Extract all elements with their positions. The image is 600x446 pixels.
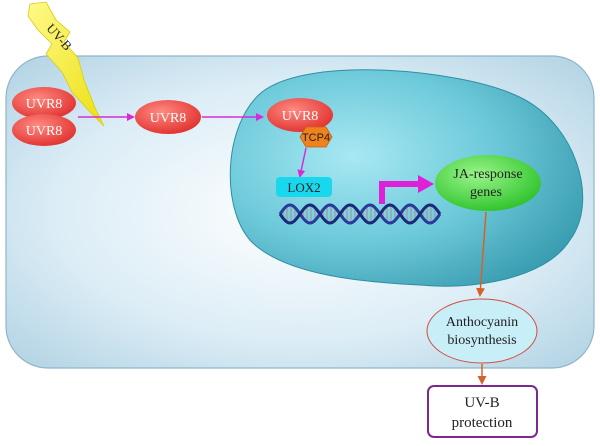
uvr8-nuclear [267, 98, 333, 132]
dna-strand-front [278, 203, 442, 225]
uvr8-dimer-bottom [12, 114, 76, 146]
ja-genes-line2: genes [470, 185, 502, 200]
uvr8-dimer-bottom-label: UVR8 [26, 124, 63, 139]
dna-helix [278, 203, 442, 225]
uvr8-dimer-top [12, 87, 76, 119]
uvr8-nuclear-label: UVR8 [282, 109, 319, 124]
lox2-label: LOX2 [287, 180, 320, 195]
ja-response-genes [435, 155, 541, 211]
promoter-arrowhead [418, 175, 434, 193]
arrow-tcp4-to-lox2 [297, 147, 307, 178]
arrow-ja-to-anthocyanin [476, 211, 487, 297]
protection-line2: protection [452, 415, 513, 431]
anthocyanin-line2: biosynthesis [447, 333, 516, 348]
anthocyanin-biosynthesis [426, 298, 538, 364]
uvr8-dimer-top-label: UVR8 [26, 97, 63, 112]
uvr8-monomer-label: UVR8 [150, 111, 187, 126]
uvb-protection-box [427, 385, 538, 438]
promoter-arrow [379, 181, 420, 204]
lox2-box [276, 177, 332, 197]
tcp4-label: TCP4 [302, 132, 330, 144]
uvr8-monomer [135, 100, 201, 134]
anthocyanin-line1: Anthocyanin [446, 315, 518, 330]
uvb-ray [27, 1, 105, 127]
tcp4-hexagon [299, 126, 333, 148]
ja-genes-line1: JA-response [453, 167, 522, 182]
protection-line1: UV-B [464, 395, 499, 411]
